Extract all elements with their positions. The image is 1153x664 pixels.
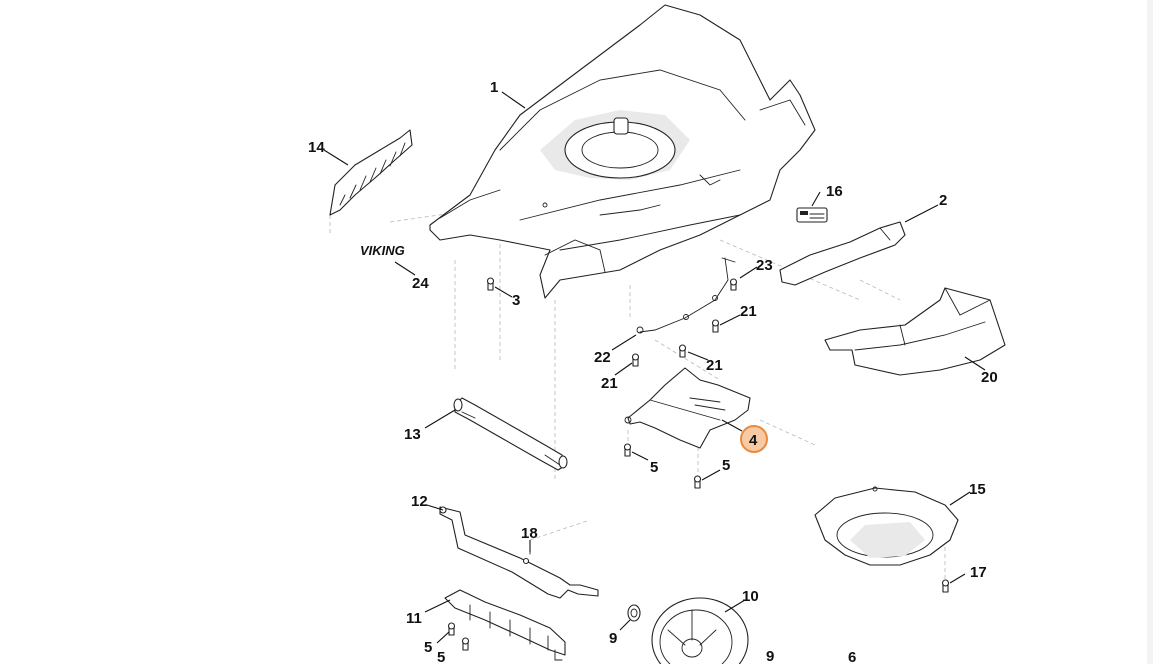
callout-14[interactable]: 14 [308, 139, 325, 156]
callout-17[interactable]: 17 [970, 564, 987, 581]
screw-3[interactable] [486, 277, 495, 291]
callout-6[interactable]: 6 [848, 649, 856, 664]
callout-10[interactable]: 10 [742, 588, 759, 605]
scrollbar-track [1147, 0, 1153, 664]
screw-5-a[interactable] [623, 443, 632, 457]
small-pin[interactable] [522, 547, 531, 565]
callout-18[interactable]: 18 [521, 525, 538, 542]
grass-bag-ring[interactable] [814, 486, 959, 566]
rear-handle-cover[interactable] [779, 221, 906, 286]
callout-5-a[interactable]: 5 [650, 459, 658, 476]
callout-20[interactable]: 20 [981, 369, 998, 386]
screw-21-b[interactable] [678, 344, 687, 358]
label-sticker[interactable] [796, 207, 828, 223]
callout-21-b[interactable]: 21 [706, 357, 723, 374]
mower-deck-housing[interactable] [429, 4, 816, 299]
callout-11[interactable]: 11 [406, 610, 422, 627]
wire-bracket[interactable] [636, 257, 736, 334]
callout-24[interactable]: 24 [412, 275, 429, 292]
baffle-plate[interactable] [624, 367, 751, 449]
height-adjust-bracket[interactable] [444, 589, 566, 661]
screw-21-a[interactable] [711, 319, 720, 333]
viking-logo-text: VIKING [360, 243, 405, 258]
screw-5-c[interactable] [447, 622, 456, 636]
callout-2[interactable]: 2 [939, 192, 947, 209]
callout-12[interactable]: 12 [411, 493, 428, 510]
screw-5-d[interactable] [461, 637, 470, 651]
viking-logo: VIKING [360, 243, 405, 258]
discharge-chute[interactable] [824, 287, 1006, 376]
callout-21-c[interactable]: 21 [601, 375, 618, 392]
callout-5-d[interactable]: 5 [437, 649, 445, 664]
callout-5-b[interactable]: 5 [722, 457, 730, 474]
callout-9-a[interactable]: 9 [609, 630, 617, 647]
wheel-bushing[interactable] [627, 604, 641, 622]
height-adjust-axle[interactable] [439, 506, 599, 599]
callout-22[interactable]: 22 [594, 349, 611, 366]
highlight-circle-4 [740, 425, 768, 453]
callout-labels: 1 2 3 4 5 5 5 5 6 9 9 10 11 12 13 14 15 … [308, 79, 998, 664]
callout-3[interactable]: 3 [512, 292, 520, 309]
callout-23[interactable]: 23 [756, 257, 773, 274]
callout-13[interactable]: 13 [404, 426, 421, 443]
leader-lines [323, 91, 986, 644]
callout-9-b[interactable]: 9 [766, 648, 774, 664]
alignment-lines [329, 211, 946, 580]
callout-4[interactable]: 4 [749, 432, 758, 449]
front-wheel[interactable] [651, 597, 749, 664]
screw-5-b[interactable] [693, 475, 702, 489]
callout-16[interactable]: 16 [826, 183, 843, 200]
callout-15[interactable]: 15 [969, 481, 986, 498]
callout-1[interactable]: 1 [490, 79, 498, 96]
front-axle-cover[interactable] [453, 397, 568, 471]
screw-23[interactable] [729, 278, 738, 291]
callout-21-a[interactable]: 21 [740, 303, 757, 320]
screw-17[interactable] [941, 579, 950, 593]
callout-5-c[interactable]: 5 [424, 639, 432, 656]
side-brush-strip[interactable] [329, 129, 413, 216]
screw-21-c[interactable] [631, 353, 640, 367]
